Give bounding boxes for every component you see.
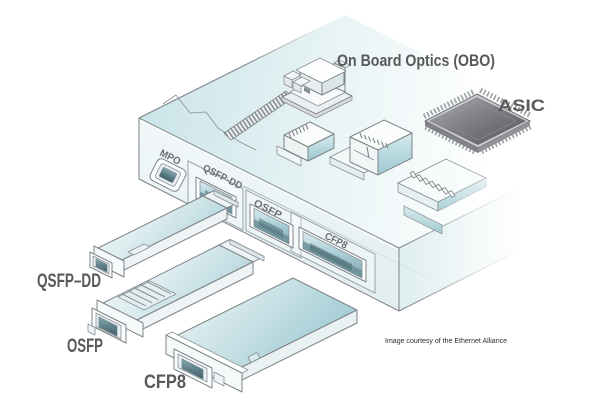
- cage-slot-marks: [359, 132, 389, 149]
- asic-body-side-right: [478, 121, 530, 153]
- module-label-cfp8: CFP8: [144, 372, 186, 393]
- osfp-heatsink-band: [117, 280, 177, 311]
- board-back-edge: [138, 14, 346, 119]
- cfp8-side-detail: [247, 352, 261, 363]
- asic-top-bevel: [438, 101, 517, 141]
- port-mpo: [149, 158, 187, 192]
- obo-title-label: On Board Optics (OBO): [337, 51, 495, 70]
- obo-socket-block: [276, 121, 335, 167]
- obo-assembly: [281, 57, 353, 119]
- image-credit: Image courtesy of the Ethernet Alliance: [385, 338, 507, 345]
- asic-chip: [422, 87, 532, 155]
- board-ledge-line: [242, 185, 439, 284]
- module-cfp8: [165, 277, 358, 393]
- module-label-qsfpdd: QSFP–DD: [37, 271, 101, 292]
- annotations: On Board Optics (OBO) ASIC QSFP–DD OSFP …: [37, 51, 545, 393]
- module-osfp: [87, 239, 265, 344]
- asic-pins: [422, 87, 532, 155]
- asic-body-side-left: [425, 121, 478, 153]
- board-step-cliff: [162, 94, 257, 151]
- cage-block: [329, 119, 413, 181]
- fade-overlay: [420, 0, 600, 340]
- asic-top-face: [429, 97, 526, 145]
- asic-label: ASIC: [498, 96, 545, 115]
- osfp-heatsink-ribs: [121, 281, 172, 307]
- module-label-osfp: OSFP: [67, 336, 103, 357]
- board-front-top-bevel: [140, 119, 398, 250]
- port-cfp8: [298, 226, 367, 283]
- socket-slot-marks: [288, 124, 309, 139]
- module-qsfpdd: [89, 190, 239, 279]
- port-osfp: [249, 203, 294, 249]
